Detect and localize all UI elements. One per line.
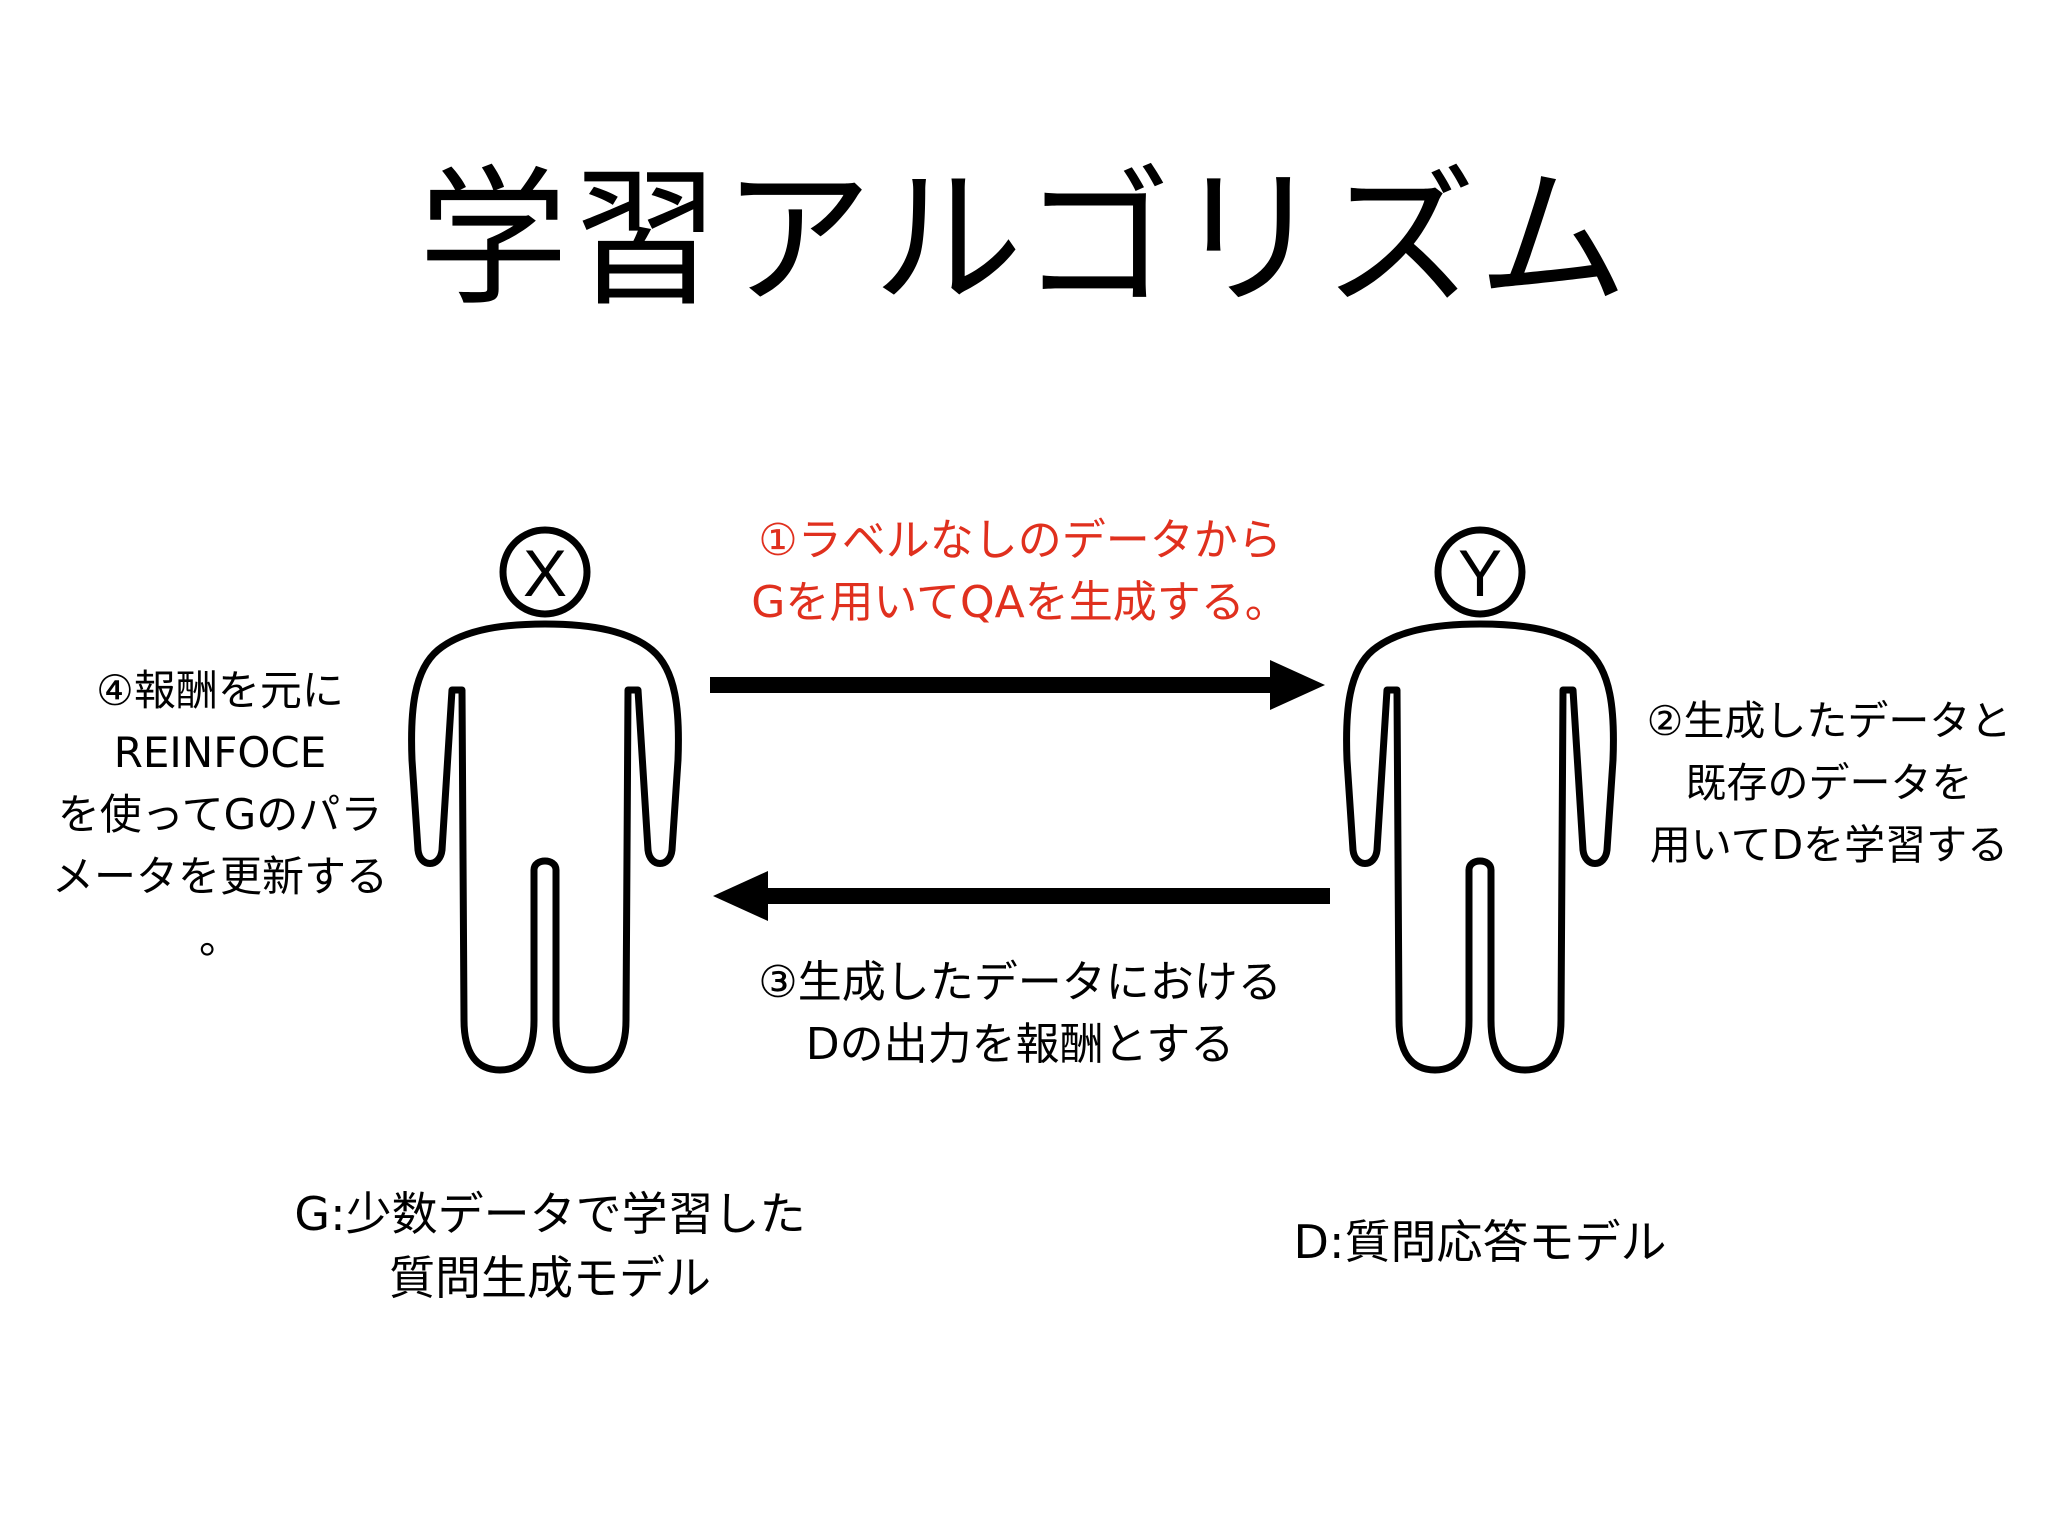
arrow-right-icon [710, 660, 1325, 710]
person-y-icon: Y [1343, 526, 1617, 1074]
arrow-right [710, 655, 1330, 715]
arrow-left-icon [713, 871, 1330, 921]
step4-line: を使ってGのパラ [57, 790, 383, 839]
step2-line: ②生成したデータと [1646, 697, 2012, 745]
step4-line: REINFOCE [113, 728, 327, 777]
step1-text: ①ラベルなしのデータから Gを用いてQAを生成する。 [690, 510, 1350, 634]
person-y-marker: Y [1458, 536, 1502, 610]
person-x-icon: X [408, 526, 682, 1074]
generator-label: G:少数データで学習した 質問生成モデル [240, 1182, 860, 1310]
generator-label-line: 質問生成モデル [389, 1251, 711, 1305]
generator-label-line: G:少数データで学習した [294, 1187, 806, 1241]
step3-line: Dの出力を報酬とする [805, 1019, 1235, 1070]
step4-line: メータを更新する [51, 852, 388, 901]
discriminator-label: D:質問応答モデル [1220, 1210, 1740, 1274]
step2-line: 既存のデータを [1685, 759, 1973, 807]
step1-line: ①ラベルなしのデータから [758, 515, 1282, 566]
step3-line: ③生成したデータにおける [758, 957, 1282, 1008]
step2-text: ②生成したデータと 既存のデータを 用いてDを学習する [1610, 690, 2048, 876]
arrow-left [710, 866, 1330, 926]
discriminator-label-line: D:質問応答モデル [1293, 1215, 1667, 1269]
person-x-marker: X [523, 536, 567, 610]
step3-text: ③生成したデータにおける Dの出力を報酬とする [690, 952, 1350, 1076]
step2-line: 用いてDを学習する [1649, 821, 2009, 869]
step4-line: ④報酬を元に [96, 666, 344, 715]
step4-line: 。 [198, 914, 241, 963]
person-figure-x: X [400, 520, 690, 1100]
step1-line: Gを用いてQAを生成する。 [751, 577, 1289, 628]
slide-title: 学習アルゴリズム [418, 153, 1630, 327]
person-figure-y: Y [1335, 520, 1625, 1100]
step4-text: ④報酬を元に REINFOCE を使ってGのパラ メータを更新する 。 [10, 660, 430, 970]
